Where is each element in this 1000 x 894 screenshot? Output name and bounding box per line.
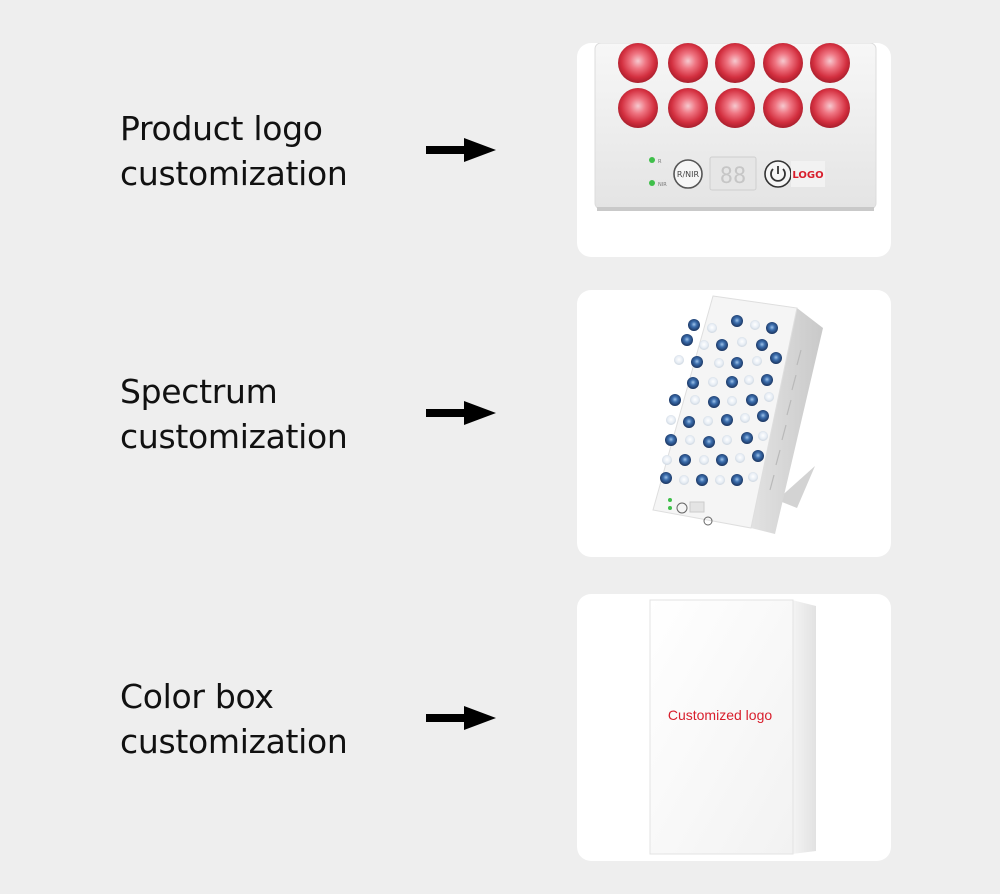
spectrum-card: [577, 290, 891, 557]
custom-logo-text: LOGO: [792, 170, 823, 181]
indicator-light-nir: [649, 180, 655, 186]
led-grid: [660, 315, 782, 486]
led-panel-angled-image: [652, 295, 823, 534]
indicator-nir-label: NIR: [658, 182, 667, 188]
customized-logo-text: Customized logo: [668, 707, 772, 723]
color-box-label: Color box customization: [120, 677, 348, 761]
indicator-light-r: [649, 157, 655, 163]
power-button[interactable]: [764, 160, 792, 188]
digital-display: [709, 156, 757, 191]
stand: [777, 466, 815, 508]
indicator-r-label: R: [658, 159, 662, 165]
led-row-bottom: [618, 88, 850, 128]
right-arrow-icon: [426, 706, 496, 730]
product-logo-card: R NIR R/NIR 88 LOGO: [577, 43, 891, 257]
digital-display-digits: 88: [720, 164, 747, 189]
power-icon: [770, 166, 786, 182]
led-row-top: [618, 43, 850, 83]
color-box-image: Customized logo: [649, 599, 816, 855]
spectrum-label: Spectrum customization: [120, 372, 348, 456]
mode-button[interactable]: R/NIR: [673, 159, 703, 189]
led-panel-front-image: R NIR R/NIR 88 LOGO: [594, 43, 877, 211]
right-arrow-icon: [426, 401, 496, 425]
mode-button-label: R/NIR: [677, 170, 700, 179]
product-logo-label: Product logo customization: [120, 109, 348, 193]
color-box-card: Customized logo: [577, 594, 891, 861]
right-arrow-icon: [426, 138, 496, 162]
